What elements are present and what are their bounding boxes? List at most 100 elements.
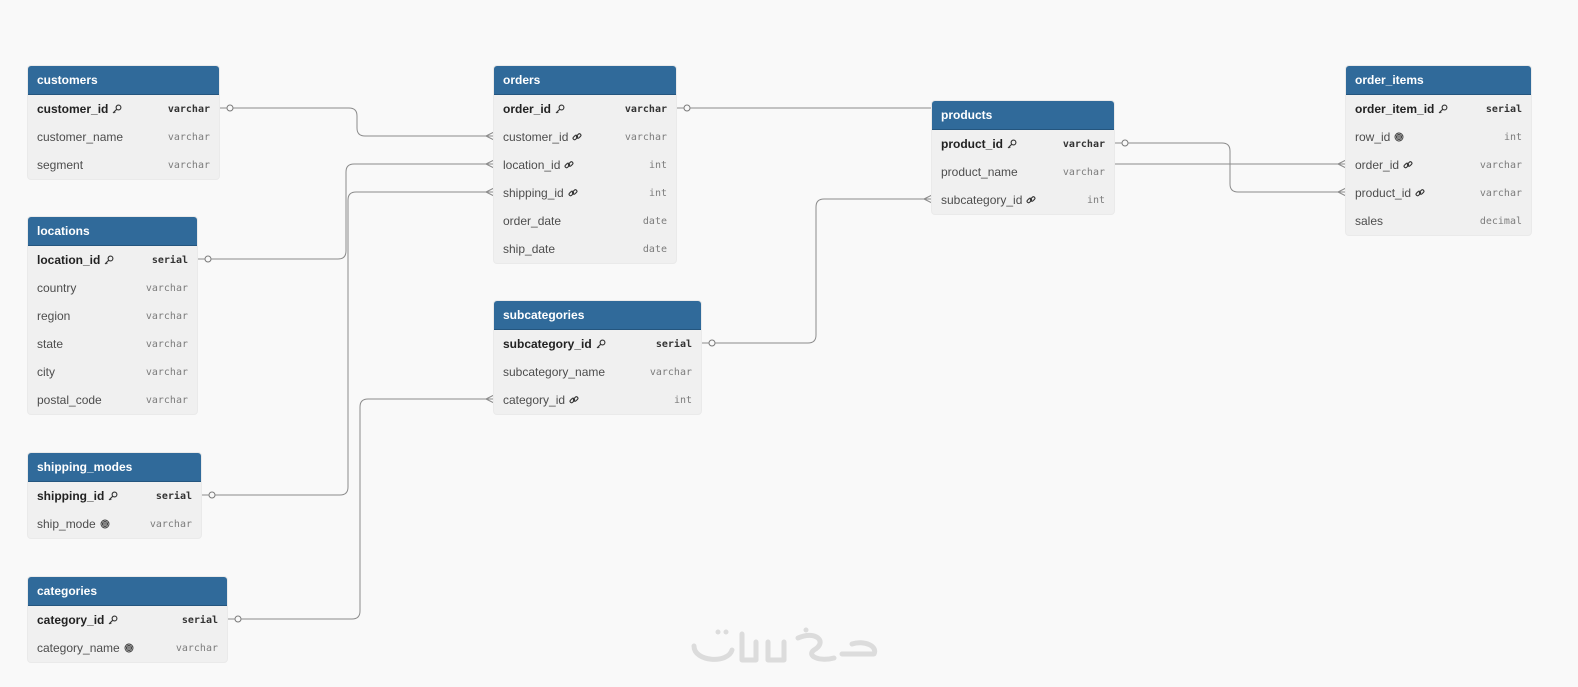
column-row[interactable]: customer_id varchar <box>494 123 676 151</box>
table-header[interactable]: order_items <box>1346 66 1531 95</box>
column-name: product_id <box>941 137 1017 151</box>
table-shipping_modes[interactable]: shipping_modes shipping_id serial ship_mode… <box>28 453 201 538</box>
column-name-text: customer_id <box>37 102 109 116</box>
column-name-text: customer_id <box>503 130 569 144</box>
column-row[interactable]: order_id varchar <box>494 95 676 123</box>
link-icon <box>564 160 574 170</box>
key-icon <box>596 339 606 349</box>
column-row[interactable]: subcategory_id serial <box>494 330 701 358</box>
relationship-line[interactable] <box>227 398 494 620</box>
many-end-marker <box>485 159 495 169</box>
column-name-text: postal_code <box>37 393 102 407</box>
table-header[interactable]: subcategories <box>494 301 701 330</box>
column-name: shipping_id <box>503 186 578 200</box>
table-header[interactable]: locations <box>28 217 197 246</box>
column-name-text: category_name <box>37 641 120 655</box>
column-type: varchar <box>649 366 692 378</box>
column-row[interactable]: region varchar <box>28 302 197 330</box>
column-name: category_id <box>37 613 118 627</box>
fingerprint-icon <box>1394 132 1404 142</box>
table-header[interactable]: shipping_modes <box>28 453 201 482</box>
relationship-line[interactable] <box>197 163 494 260</box>
fingerprint-icon <box>124 643 134 653</box>
column-name-text: subcategory_id <box>503 337 592 351</box>
column-type: varchar <box>1062 166 1105 178</box>
one-end-marker <box>204 255 212 263</box>
column-type: serial <box>155 490 192 502</box>
column-type: serial <box>655 338 692 350</box>
column-type: varchar <box>175 642 218 654</box>
column-type: varchar <box>624 131 667 143</box>
relationship-line[interactable] <box>219 107 494 137</box>
column-name-text: city <box>37 365 55 379</box>
column-name: shipping_id <box>37 489 118 503</box>
relationship-line[interactable] <box>201 191 494 496</box>
column-type: varchar <box>624 103 667 115</box>
table-header[interactable]: categories <box>28 577 227 606</box>
column-name: subcategory_id <box>503 337 606 351</box>
column-row[interactable]: product_name varchar <box>932 158 1114 186</box>
column-name: ship_date <box>503 242 555 256</box>
column-name-text: product_id <box>1355 186 1412 200</box>
column-name-text: order_id <box>503 102 552 116</box>
column-row[interactable]: category_name varchar <box>28 634 227 662</box>
column-name-text: shipping_id <box>503 186 564 200</box>
column-type: varchar <box>145 310 188 322</box>
column-name-text: customer_name <box>37 130 124 144</box>
column-name: product_name <box>941 165 1018 179</box>
column-type: serial <box>1485 103 1522 115</box>
column-name-text: region <box>37 309 71 323</box>
column-row[interactable]: shipping_id serial <box>28 482 201 510</box>
column-name: row_id <box>1355 130 1404 144</box>
column-name: category_name <box>37 641 134 655</box>
column-name-text: row_id <box>1355 130 1391 144</box>
column-name-text: location_id <box>503 158 561 172</box>
column-name-text: ship_date <box>503 242 556 256</box>
relationship-line[interactable] <box>701 198 932 344</box>
column-name: location_id <box>503 158 574 172</box>
column-type: int <box>648 187 667 199</box>
table-header[interactable]: customers <box>28 66 219 95</box>
table-header[interactable]: orders <box>494 66 676 95</box>
column-type: varchar <box>145 282 188 294</box>
column-row[interactable]: shipping_id int <box>494 179 676 207</box>
key-icon <box>1438 104 1448 114</box>
relationship-line[interactable] <box>1114 142 1346 193</box>
key-icon <box>555 104 565 114</box>
one-end-marker <box>234 615 242 623</box>
many-end-marker <box>923 194 933 204</box>
many-end-marker <box>1337 187 1347 197</box>
table-header[interactable]: products <box>932 101 1114 130</box>
